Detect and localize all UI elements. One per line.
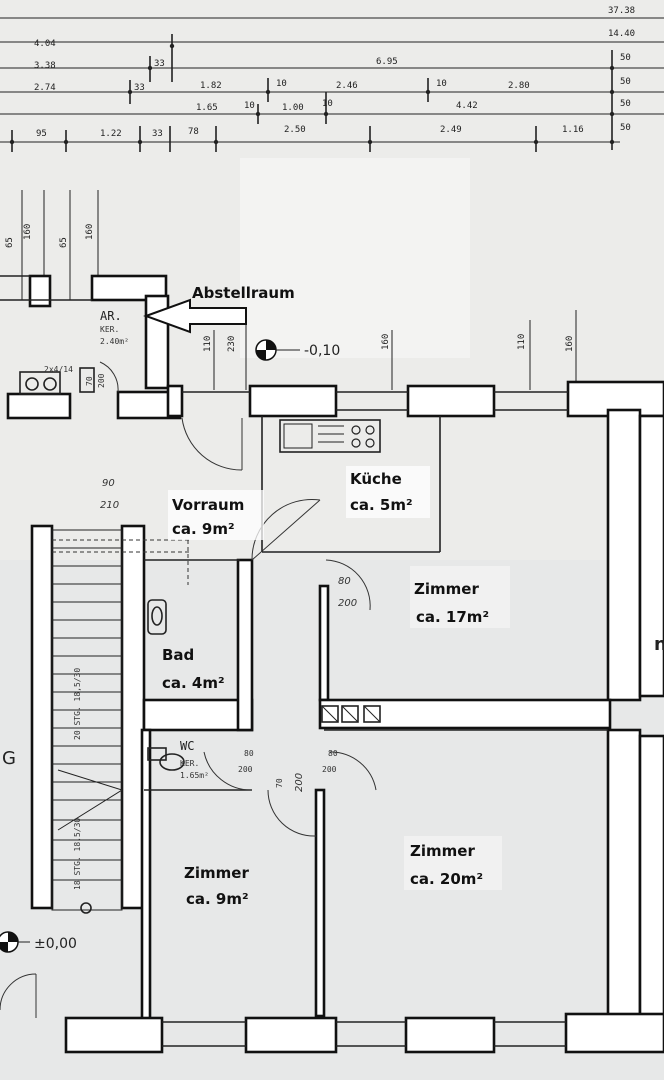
- room-zimmer17-name: Zimmer: [414, 580, 479, 598]
- dim-row5-d: 78: [188, 127, 199, 137]
- dim-row4-c: 1.00: [282, 103, 304, 113]
- dim-row3-h: 50: [620, 77, 631, 87]
- dim-row3-f: 10: [436, 79, 447, 89]
- door-note-7: 80: [328, 749, 338, 758]
- storage-callout-label: Abstellraum: [192, 284, 295, 302]
- door-note-3: 80: [338, 576, 351, 587]
- storage-fixtures: [19, 367, 95, 395]
- room-vorraum-area: ca. 9m²: [172, 520, 235, 538]
- dim-row1-a: 14.40: [608, 29, 635, 39]
- vertical-dimensions: 65 160 65 160 110 230 160 110 160: [5, 190, 577, 390]
- stairs-lower-note: 18 STG. 18,5/30: [73, 818, 82, 890]
- vdim-2: 160: [23, 224, 33, 240]
- door-note-2: 210: [100, 500, 119, 511]
- door-note-1: 90: [102, 478, 115, 489]
- room-wc-name: WC: [180, 739, 194, 753]
- dim-row3-d: 10: [276, 79, 287, 89]
- dim-row2-b: 33: [154, 59, 165, 69]
- room-zimmer9-area: ca. 9m²: [186, 890, 249, 908]
- vdim-1: 65: [5, 237, 15, 248]
- storage-callout: Abstellraum AR. KER. 2.40m²: [100, 284, 295, 346]
- dim-row1-b: 4.04: [34, 39, 56, 49]
- level-marker-lower: ±0,00: [0, 931, 77, 953]
- room-bad-area: ca. 4m²: [162, 674, 225, 692]
- dim-row5-b: 1.22: [100, 129, 122, 139]
- dim-row4-f: 50: [620, 99, 631, 109]
- dim-row4-e: 4.42: [456, 101, 478, 111]
- level-marker-upper: -0,10: [255, 339, 340, 361]
- level-lower: ±0,00: [34, 936, 77, 952]
- vdim-7: 160: [381, 334, 391, 350]
- room-wc-area: 1.65m²: [180, 771, 209, 780]
- door-note-4: 200: [338, 598, 357, 609]
- dim-row5-e: 2.50: [284, 125, 306, 135]
- dim-row3-g: 2.80: [508, 81, 530, 91]
- dim-row4-d: 10: [322, 99, 333, 109]
- door-notes: 90 210 80 200 80 200 80 200 70 200 2x4/1…: [44, 365, 357, 792]
- storage-code: AR.: [100, 309, 122, 323]
- bath-fixtures: [147, 599, 185, 771]
- dim-row3-a: 2.74: [34, 83, 56, 93]
- vdim-8: 110: [517, 334, 527, 350]
- door-note-11: 2x4/14: [44, 365, 73, 374]
- shafts: [321, 705, 381, 723]
- dim-row2-a: 3.38: [34, 61, 56, 71]
- storage-floor: KER.: [100, 325, 119, 334]
- edge-mark-left: G: [2, 748, 16, 769]
- kitchen-fixtures: [279, 419, 381, 453]
- stairs-upper-note: 20 STG. 18,5/30: [73, 668, 82, 740]
- room-vorraum-name: Vorraum: [172, 496, 244, 514]
- dim-row3-b: 33: [134, 83, 145, 93]
- storage-area: 2.40m²: [100, 337, 129, 346]
- room-bad-name: Bad: [162, 646, 194, 664]
- door-note-8: 200: [322, 765, 337, 774]
- dim-row5-g: 1.16: [562, 125, 584, 135]
- room-kueche-area: ca. 5m²: [350, 496, 413, 514]
- vdim-4: 160: [85, 224, 95, 240]
- door-note-5: 80: [244, 749, 254, 758]
- door-note-6: 200: [238, 765, 253, 774]
- room-labels: Vorraum ca. 9m² Küche ca. 5m² Zimmer ca.…: [162, 466, 510, 908]
- dim-row5-a: 95: [36, 129, 47, 139]
- level-upper: -0,10: [304, 343, 340, 359]
- vdim-5: 110: [203, 336, 213, 352]
- dim-row5-f: 2.49: [440, 125, 462, 135]
- dim-row4-a: 1.65: [196, 103, 218, 113]
- dim-row2-d: 50: [620, 53, 631, 63]
- walls: [0, 274, 664, 1054]
- door-note-9: 70: [275, 778, 284, 788]
- dim-total: 37.38: [608, 6, 635, 16]
- room-zimmer20-name: Zimmer: [410, 842, 475, 860]
- door-note-13: 200: [97, 373, 106, 388]
- vdim-3: 65: [59, 237, 69, 248]
- dim-row3-c: 1.82: [200, 81, 222, 91]
- dim-row5-h: 50: [620, 123, 631, 133]
- door-note-12: 70: [85, 376, 94, 386]
- room-wc-floor: KER.: [180, 759, 199, 768]
- vdim-6: 230: [227, 336, 237, 352]
- room-zimmer20-area: ca. 20m²: [410, 870, 483, 888]
- edge-mark-right: n: [654, 634, 664, 655]
- room-zimmer17-area: ca. 17m²: [416, 608, 489, 626]
- dim-row2-c: 6.95: [376, 57, 398, 67]
- room-zimmer9-name: Zimmer: [184, 864, 249, 882]
- vdim-9: 160: [565, 336, 575, 352]
- room-kueche-name: Küche: [350, 470, 402, 488]
- staircase: 20 STG. 18,5/30 18 STG. 18,5/30: [51, 529, 190, 914]
- dim-row4-b: 10: [244, 101, 255, 111]
- dim-row5-c: 33: [152, 129, 163, 139]
- dim-row3-e: 2.46: [336, 81, 358, 91]
- door-note-10: 200: [294, 773, 305, 792]
- dimension-chains: 37.38 14.40 4.04 3.38 33 6.95 50 2.74 33…: [0, 6, 664, 152]
- doors: [0, 361, 377, 1018]
